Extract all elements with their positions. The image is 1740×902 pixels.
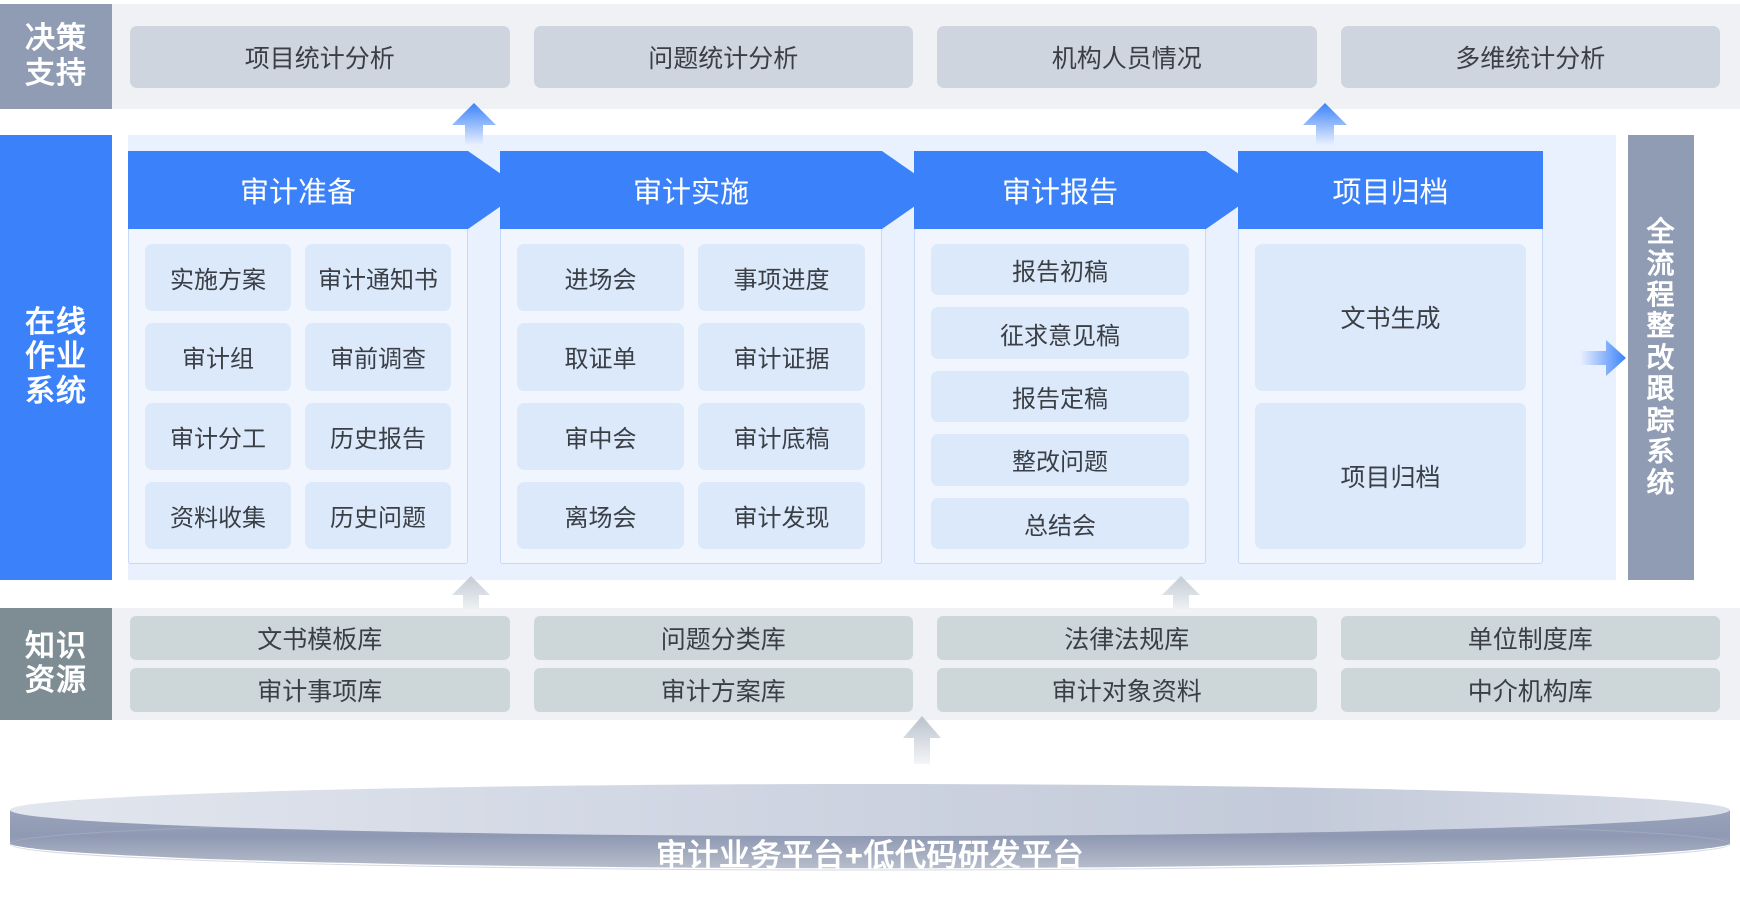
item-audit-findings[interactable]: 审计发现 <box>698 481 865 549</box>
item-historical-report[interactable]: 历史报告 <box>305 402 451 470</box>
item-audit-notice[interactable]: 审计通知书 <box>305 244 451 312</box>
item-task-progress[interactable]: 事项进度 <box>698 244 865 312</box>
stage-audit-execution-header: 审计实施 <box>500 151 882 229</box>
knowledge-resources-cards: 文书模板库 问题分类库 法律法规库 单位制度库 审计事项库 审计方案库 审计对象… <box>130 608 1730 720</box>
stage-audit-report-header: 审计报告 <box>914 151 1206 229</box>
platform-label: 审计业务平台+低代码研发平台 <box>655 838 1085 873</box>
stage-audit-report[interactable]: 审计报告 报告初稿 征求意见稿 报告定稿 整改问题 总结会 <box>914 151 1206 564</box>
stage-project-archiving[interactable]: 项目归档 文书生成 项目归档 <box>1238 151 1543 564</box>
item-final-report[interactable]: 报告定稿 <box>931 370 1189 423</box>
knowledge-card-issue-classification-library[interactable]: 问题分类库 <box>533 616 913 660</box>
stage-audit-preparation-header: 审计准备 <box>128 151 468 229</box>
item-audit-workpaper[interactable]: 审计底稿 <box>698 402 865 470</box>
item-exit-meeting[interactable]: 离场会 <box>517 481 684 549</box>
full-process-tracking-system-label: 全流程整改跟踪系统 <box>1628 135 1694 580</box>
platform-cylinder-shape <box>9 784 1731 871</box>
platform-cylinder: 审计业务平台+低代码研发平台 <box>8 782 1732 886</box>
right-arrow-icon <box>1580 340 1626 376</box>
stage-project-archiving-header: 项目归档 <box>1238 151 1543 229</box>
knowledge-card-audit-target-data[interactable]: 审计对象资料 <box>937 668 1317 712</box>
up-arrow-gray-icon-platform <box>903 716 941 764</box>
knowledge-resources-label-text: 知识资源 <box>25 629 87 698</box>
up-arrow-blue-icon-2 <box>1303 103 1347 145</box>
up-arrow-gray-icon-1 <box>452 576 490 612</box>
stage-project-archiving-items: 文书生成 项目归档 <box>1239 230 1542 563</box>
online-work-system-panel: 审计准备 实施方案 审计组 审计分工 资料收集 审计通知书 审前调查 历史报告 … <box>128 135 1616 580</box>
item-implementation-plan[interactable]: 实施方案 <box>145 244 291 312</box>
knowledge-card-audit-plan-library[interactable]: 审计方案库 <box>533 668 913 712</box>
knowledge-card-intermediary-agency-library[interactable]: 中介机构库 <box>1340 668 1720 712</box>
item-rectification-issues[interactable]: 整改问题 <box>931 434 1189 486</box>
item-evidence-form[interactable]: 取证单 <box>517 323 684 391</box>
decision-card-org-personnel[interactable]: 机构人员情况 <box>937 25 1317 88</box>
stage-audit-execution-items: 进场会 取证单 审中会 离场会 事项进度 审计证据 审计底稿 审计发现 <box>501 230 881 563</box>
item-entrance-meeting[interactable]: 进场会 <box>517 244 684 312</box>
item-historical-issues[interactable]: 历史问题 <box>305 481 451 549</box>
item-audit-assignment[interactable]: 审计分工 <box>145 402 291 470</box>
up-arrow-gray-icon-2 <box>1162 576 1200 612</box>
decision-support-cards: 项目统计分析 问题统计分析 机构人员情况 多维统计分析 <box>130 4 1730 109</box>
item-audit-evidence[interactable]: 审计证据 <box>698 323 865 391</box>
item-document-generation[interactable]: 文书生成 <box>1255 244 1526 391</box>
item-midterm-meeting[interactable]: 审中会 <box>517 402 684 470</box>
up-arrow-blue-icon-1 <box>452 103 496 145</box>
item-project-archiving[interactable]: 项目归档 <box>1255 402 1526 549</box>
knowledge-card-document-template-library[interactable]: 文书模板库 <box>130 616 510 660</box>
full-process-tracking-system-label-text: 全流程整改跟踪系统 <box>1646 216 1676 499</box>
item-audit-team[interactable]: 审计组 <box>145 323 291 391</box>
item-pre-audit-survey[interactable]: 审前调查 <box>305 323 451 391</box>
stage-audit-preparation-items: 实施方案 审计组 审计分工 资料收集 审计通知书 审前调查 历史报告 历史问题 <box>129 230 467 563</box>
stage-audit-report-items: 报告初稿 征求意见稿 报告定稿 整改问题 总结会 <box>915 230 1205 563</box>
decision-card-issue-stats[interactable]: 问题统计分析 <box>533 25 913 88</box>
decision-card-multidim-stats[interactable]: 多维统计分析 <box>1340 25 1720 88</box>
decision-card-project-stats[interactable]: 项目统计分析 <box>130 25 510 88</box>
decision-support-label-text: 决策支持 <box>25 22 87 90</box>
item-comment-draft[interactable]: 征求意见稿 <box>931 307 1189 359</box>
knowledge-resources-label: 知识资源 <box>0 608 112 720</box>
knowledge-card-laws-regulations-library[interactable]: 法律法规库 <box>937 616 1317 660</box>
knowledge-card-audit-matters-library[interactable]: 审计事项库 <box>130 668 510 712</box>
decision-support-label: 决策支持 <box>0 4 112 109</box>
stage-audit-execution[interactable]: 审计实施 进场会 取证单 审中会 离场会 事项进度 审计证据 审计底稿 审计发现 <box>500 151 882 564</box>
item-data-collection[interactable]: 资料收集 <box>145 481 291 549</box>
stage-audit-preparation[interactable]: 审计准备 实施方案 审计组 审计分工 资料收集 审计通知书 审前调查 历史报告 … <box>128 151 468 564</box>
item-report-draft[interactable]: 报告初稿 <box>931 244 1189 296</box>
knowledge-card-institution-policy-library[interactable]: 单位制度库 <box>1340 616 1720 660</box>
online-work-system-label-text: 在线作业系统 <box>25 305 87 408</box>
item-summary-meeting[interactable]: 总结会 <box>931 497 1189 550</box>
online-work-system-label: 在线作业系统 <box>0 135 112 580</box>
